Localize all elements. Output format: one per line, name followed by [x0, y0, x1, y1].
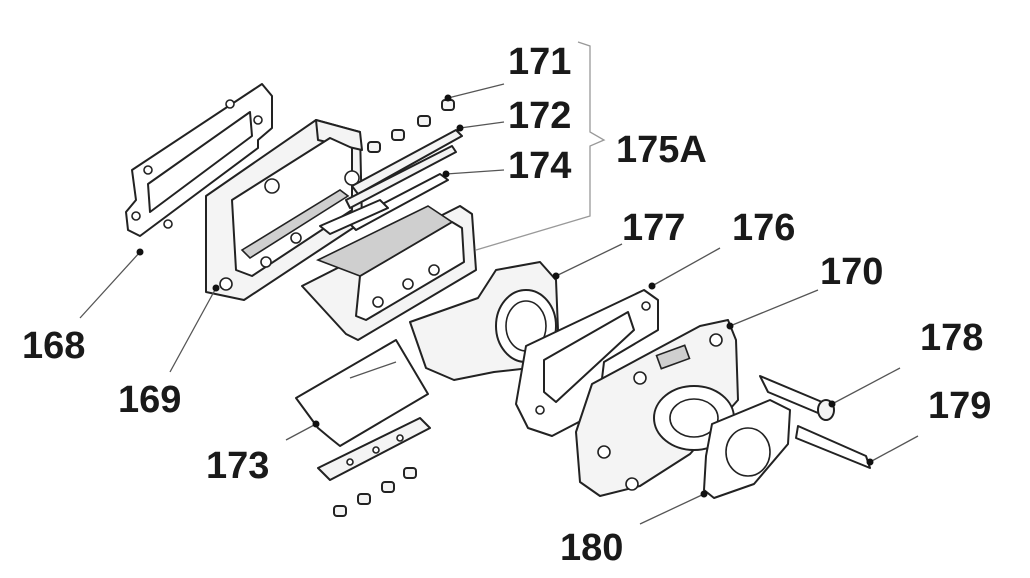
label-178: 178 [920, 317, 983, 359]
part-173-reed-plate [295, 339, 431, 517]
label-174: 174 [508, 145, 571, 187]
part-180-gasket [703, 399, 791, 499]
label-180: 180 [560, 527, 623, 569]
bracket-175a [475, 41, 606, 251]
label-177: 177 [622, 207, 685, 249]
label-170: 170 [820, 251, 883, 293]
part-169-reed-housing [205, 119, 363, 301]
label-175a: 175A [616, 129, 707, 171]
label-172: 172 [508, 95, 571, 137]
label-168: 168 [22, 325, 85, 367]
part-174-reed-petals [319, 173, 449, 235]
label-171: 171 [508, 41, 571, 83]
part-176-gasket [515, 289, 659, 437]
label-169: 169 [118, 379, 181, 421]
part-170-intake-manifold [575, 319, 739, 497]
part-179-stud [795, 425, 871, 469]
leader-lines [79, 83, 919, 525]
part-172-stopper-plate [345, 129, 463, 209]
label-179: 179 [928, 385, 991, 427]
part-168-gasket [125, 83, 273, 237]
part-171-screws [367, 99, 455, 153]
label-176: 176 [732, 207, 795, 249]
part-reed-cage [301, 205, 477, 341]
label-173: 173 [206, 445, 269, 487]
